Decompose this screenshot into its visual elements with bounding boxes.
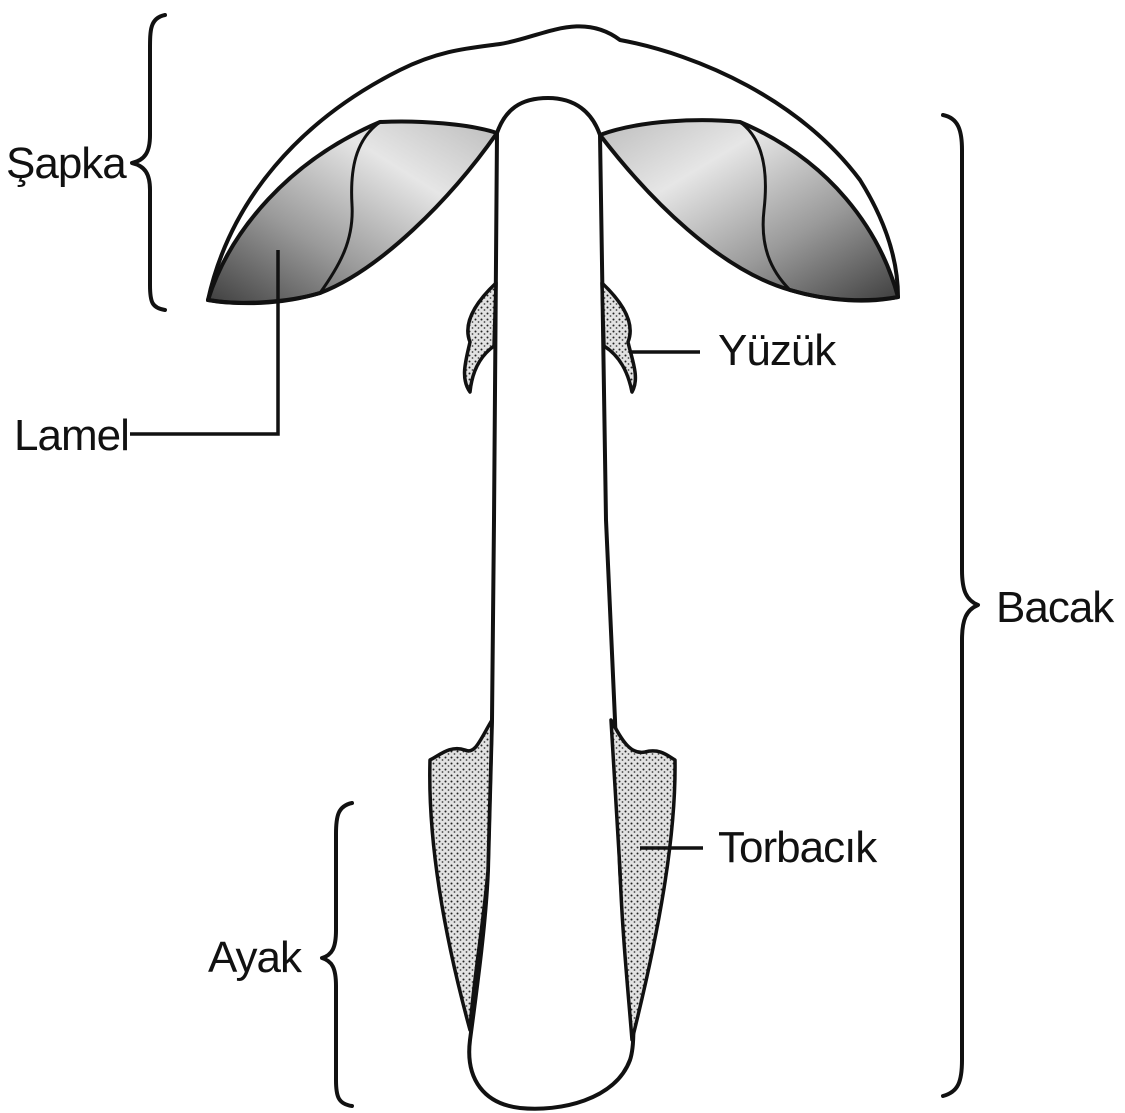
gill-label: Lamel	[14, 411, 129, 460]
volva-label: Torbacık	[718, 823, 878, 872]
stem-brace	[943, 115, 978, 1096]
ring-right	[602, 283, 635, 392]
foot-brace	[322, 803, 352, 1106]
stem-label: Bacak	[996, 583, 1115, 632]
right-gill	[600, 120, 898, 300]
stem	[469, 98, 633, 1109]
ring-left	[465, 283, 496, 392]
cap-brace	[132, 15, 165, 310]
foot-label: Ayak	[208, 933, 303, 982]
cap-label: Şapka	[6, 139, 127, 188]
ring-label: Yüzük	[718, 326, 837, 375]
